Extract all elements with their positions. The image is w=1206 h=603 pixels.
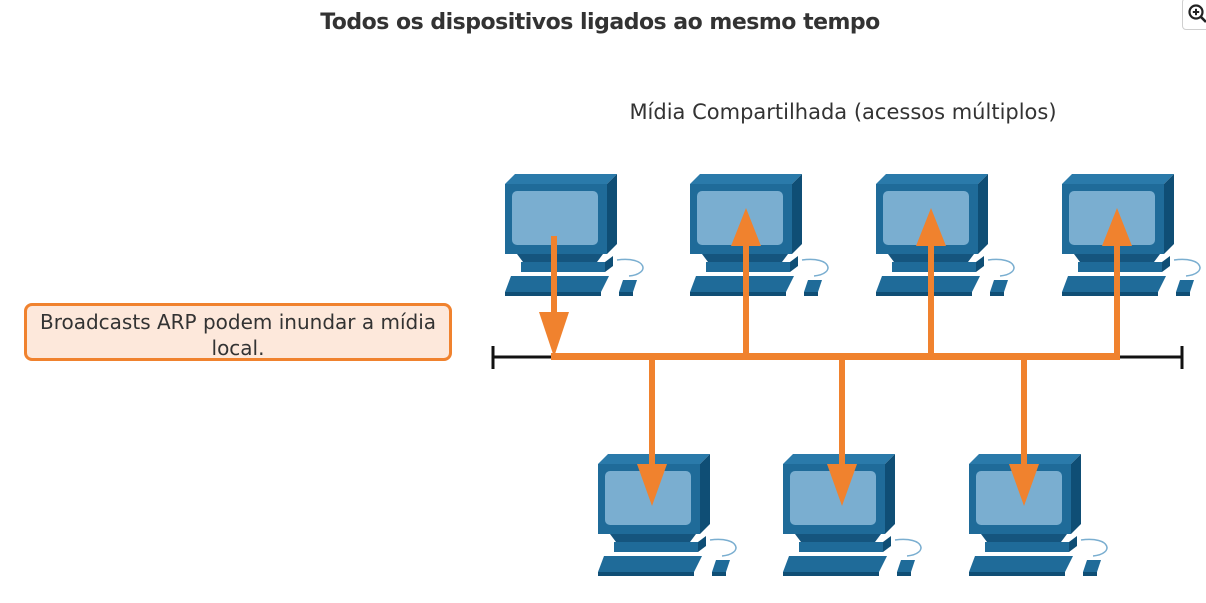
broadcast-path <box>539 208 1132 506</box>
computer-top-4 <box>1061 173 1201 297</box>
computer-top-3 <box>875 173 1015 297</box>
computer-bottom-3 <box>968 453 1108 577</box>
shared-media-label: Mídia Compartilhada (acessos múltiplos) <box>629 100 1057 124</box>
zoom-button[interactable] <box>1182 0 1206 30</box>
computer-top-1 <box>504 173 644 297</box>
arp-broadcast-callout: Broadcasts ARP podem inundar a mídia loc… <box>24 303 452 361</box>
zoom-in-icon <box>1188 4 1206 23</box>
diagram-title: Todos os dispositivos ligados ao mesmo t… <box>320 10 880 35</box>
computer-bottom-1 <box>597 453 737 577</box>
computer-top-2 <box>689 173 829 297</box>
